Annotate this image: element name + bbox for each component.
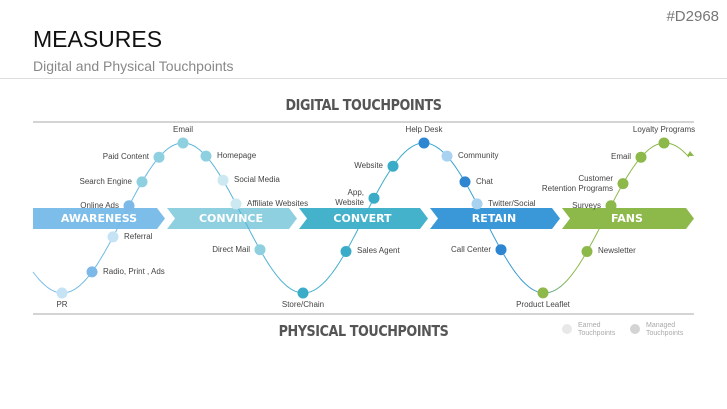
touchpoint-label: Loyalty Programs xyxy=(632,125,696,135)
touchpoint-label: Customer Retention Programs xyxy=(541,173,613,193)
touchpoint-dot xyxy=(441,150,453,162)
touchpoint-label: Surveys xyxy=(572,200,601,210)
stage-label-awareness: AWARENESS xyxy=(60,212,138,225)
touchpoint-label: Newsletter xyxy=(598,246,636,256)
touchpoint-dot xyxy=(471,198,483,210)
touchpoint-label: Homepage xyxy=(217,151,257,161)
stage-arrow-convince xyxy=(167,208,297,229)
touchpoint-dot xyxy=(254,244,266,256)
touchpoint-dot xyxy=(617,178,629,190)
touchpoint-dot xyxy=(136,176,148,188)
earned-legend-label: Earned Touchpoints xyxy=(578,322,616,337)
touchpoint-dot xyxy=(297,287,309,299)
touchpoint-dot xyxy=(368,192,380,204)
stage-arrow-fans xyxy=(562,208,694,229)
touchpoint-label: Twitter/Social xyxy=(488,198,536,208)
touchpoint-label: App, Website xyxy=(335,188,364,208)
touchpoint-label: Social Media xyxy=(234,175,280,185)
touchpoint-label: Chat xyxy=(476,176,493,186)
touchpoint-label: Website xyxy=(354,161,383,171)
page-subtitle: Digital and Physical Touchpoints xyxy=(33,58,234,74)
touchpoint-dot xyxy=(153,151,165,163)
stage-label-convince: CONVINCE xyxy=(198,212,264,225)
stage-arrow-awareness xyxy=(33,208,165,229)
touchpoint-label: Product Leaflet xyxy=(516,299,570,309)
touchpoint-label: Direct Mail xyxy=(212,244,250,254)
touchpoint-dot xyxy=(107,231,119,243)
touchpoint-dot xyxy=(658,137,670,149)
touchpoint-label: Affiliate Websites xyxy=(247,198,309,208)
touchpoint-dot xyxy=(537,287,549,299)
touchpoint-label: PR xyxy=(56,299,68,309)
touchpoint-label: Help Desk xyxy=(405,125,443,134)
touchpoint-label: Search Engine xyxy=(79,176,132,186)
touchpoint-label: Call Center xyxy=(450,244,491,254)
touchpoint-dot xyxy=(418,137,430,149)
touchpoint-dot xyxy=(459,176,471,188)
touchpoint-dot xyxy=(123,200,135,212)
touchpoint-label: Store/Chain xyxy=(281,299,325,309)
slide-code: #D2968 xyxy=(666,8,719,25)
stage-label-convert: CONVERT xyxy=(333,212,392,225)
touchpoint-dot xyxy=(387,160,399,172)
touchpoint-dot xyxy=(230,198,242,210)
touchpoint-dot xyxy=(635,151,647,163)
touchpoint-label: Online Ads xyxy=(80,200,119,210)
arrowhead-icon xyxy=(687,151,694,156)
stage-label-fans: FANS xyxy=(611,212,643,225)
touchpoint-label: Radio, Print , Ads xyxy=(103,266,165,276)
stage-label-retain: RETAIN xyxy=(471,212,517,225)
touchpoint-label: Paid Content xyxy=(102,152,149,162)
page-title: MEASURES xyxy=(33,26,163,52)
touchpoint-dot xyxy=(200,150,212,162)
touchpoint-dot xyxy=(340,246,352,257)
physical-heading: PHYSICAL TOUCHPOINTS xyxy=(278,322,449,340)
touchpoint-dot xyxy=(217,174,229,186)
divider xyxy=(0,78,727,79)
touchpoint-dot xyxy=(605,200,617,212)
stage-arrow-retain xyxy=(430,208,560,229)
touchpoint-label: Sales Agent xyxy=(357,246,400,256)
touchpoint-dot xyxy=(495,244,507,256)
touchpoint-label: Email xyxy=(610,152,631,162)
touchpoint-label: Community xyxy=(458,151,499,161)
earned-legend-swatch xyxy=(562,324,572,334)
touchpoint-dot xyxy=(177,137,189,149)
touchpoint-label: Email xyxy=(172,125,193,134)
managed-legend-swatch xyxy=(630,324,640,334)
touchpoint-dot xyxy=(86,266,98,278)
digital-heading: DIGITAL TOUCHPOINTS xyxy=(285,96,442,114)
touchpoint-label: Referral xyxy=(124,231,153,241)
managed-legend-label: Managed Touchpoints xyxy=(646,322,684,337)
touchpoint-dot xyxy=(56,287,68,299)
touchpoint-dot xyxy=(581,246,593,257)
